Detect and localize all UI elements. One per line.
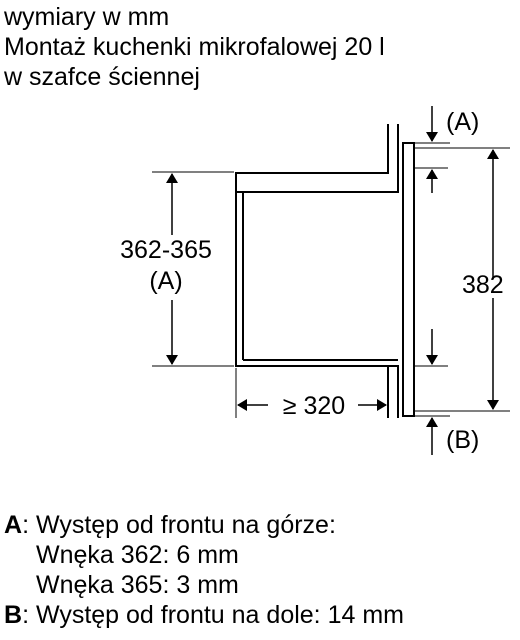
- dim-height-ref: (A): [149, 267, 182, 295]
- legend-b: B: Występ od frontu na dole: 14 mm: [4, 600, 404, 630]
- legend-a: A: Występ od frontu na górze:: [4, 510, 336, 540]
- legend-b-text: : Występ od frontu na dole: 14 mm: [22, 601, 404, 629]
- dim-depth: ≥ 320: [283, 392, 345, 420]
- label-a-top: (A): [446, 108, 479, 136]
- dim-total-height: 382: [462, 271, 504, 299]
- legend-a-line3: Wnęka 365: 3 mm: [36, 571, 239, 599]
- legend-b-key: B: [4, 601, 23, 629]
- title-line-1: Montaż kuchenki mikrofalowej 20 l: [4, 33, 385, 61]
- title-line-2: w szafce ściennej: [4, 63, 200, 91]
- units-note: wymiary w mm: [4, 3, 170, 31]
- cabinet-top-board: [235, 124, 399, 193]
- label-b-bottom: (B): [446, 426, 479, 454]
- microwave-front-panel: [402, 142, 415, 417]
- legend-a-line2: Wnęka 362: 6 mm: [36, 541, 239, 569]
- legend-a-key: A: [4, 511, 23, 539]
- cabinet-side-bottom-board: [235, 192, 399, 418]
- legend-a-text: : Występ od frontu na górze:: [22, 511, 336, 539]
- cabinet-bottom-edge: [236, 365, 389, 418]
- dim-height-range: 362-365: [120, 236, 212, 264]
